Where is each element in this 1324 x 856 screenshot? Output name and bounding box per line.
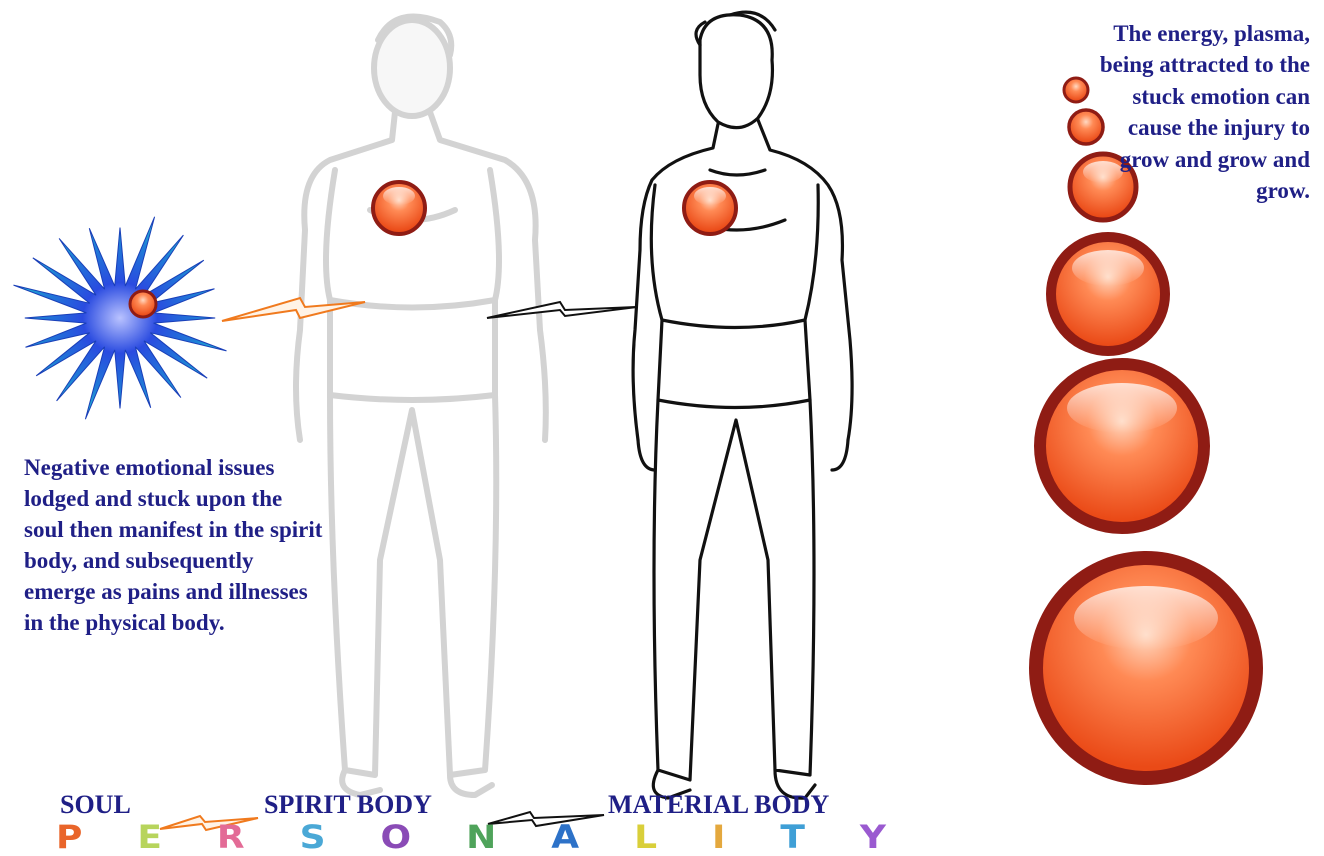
right-caption: The energy, plasma, being attracted to t… bbox=[1080, 18, 1310, 206]
growing-orb-6 bbox=[1036, 558, 1256, 778]
label-material-body: MATERIAL BODY bbox=[608, 790, 829, 820]
personality-letter: A bbox=[551, 822, 579, 854]
spirit-body-figure bbox=[296, 16, 546, 795]
growing-orb-5 bbox=[1040, 364, 1204, 528]
personality-letter: N bbox=[466, 822, 496, 854]
personality-letter: L bbox=[634, 822, 657, 854]
spirit-to-material-bolt bbox=[487, 302, 637, 318]
label-spirit-body: SPIRIT BODY bbox=[264, 790, 432, 820]
soul-orb bbox=[130, 291, 156, 317]
personality-letter: S bbox=[300, 822, 326, 854]
personality-letter: O bbox=[381, 822, 412, 854]
material-chest-orb bbox=[684, 182, 736, 234]
personality-letter: P bbox=[56, 822, 82, 854]
personality-letter: I bbox=[712, 822, 725, 854]
label-soul: SOUL bbox=[60, 790, 131, 820]
left-caption: Negative emotional issues lodged and stu… bbox=[24, 452, 324, 638]
material-body-figure bbox=[633, 12, 852, 798]
personality-letter: R bbox=[217, 822, 245, 854]
personality-letter: E bbox=[137, 822, 162, 854]
spirit-chest-orb bbox=[373, 182, 425, 234]
soul-star bbox=[14, 217, 227, 419]
growing-orb-4 bbox=[1051, 237, 1165, 351]
personality-letter: Y bbox=[860, 822, 886, 854]
personality-letter: T bbox=[780, 822, 805, 854]
